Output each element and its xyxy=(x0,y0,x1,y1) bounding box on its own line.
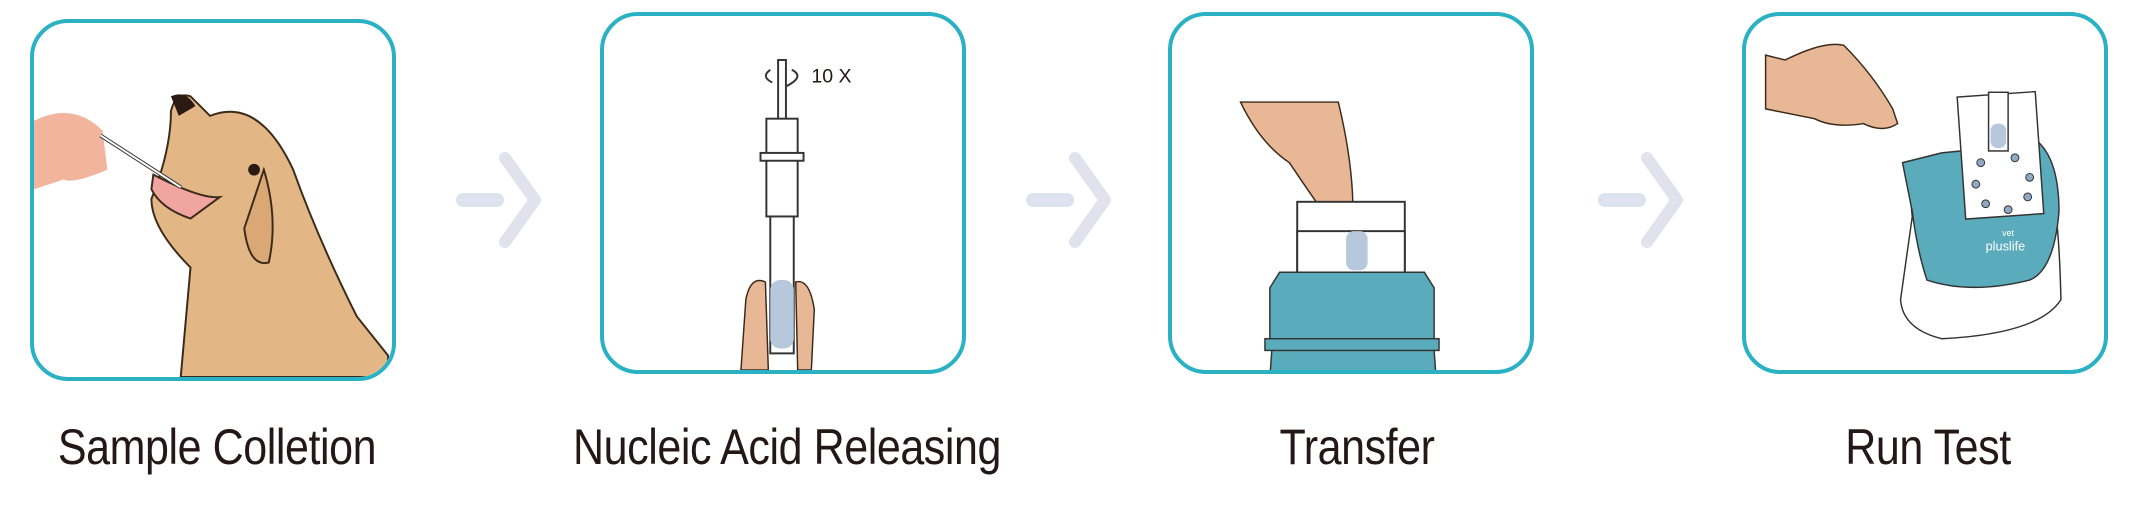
dog-swab-illustration xyxy=(34,94,390,377)
device-brand-logo: pluslife xyxy=(1986,239,2026,254)
arrow-right-icon xyxy=(456,152,541,248)
device-illustration: pluslife vet xyxy=(1764,43,2062,340)
step-nucleic-acid-panel: 10 X xyxy=(600,12,966,374)
arrow-right-icon xyxy=(1026,152,1111,248)
step-label-nucleic-acid-releasing: Nucleic Acid Releasing xyxy=(573,419,1001,475)
step-label-sample-collection: Sample Colletion xyxy=(57,419,377,475)
device-sub-logo: vet xyxy=(2002,228,2014,238)
step-transfer-panel xyxy=(1168,12,1534,374)
tube-twist-illustration: 10 X xyxy=(740,59,852,370)
step-run-test-panel: pluslife vet xyxy=(1742,12,2108,374)
arrow-right-icon xyxy=(1598,152,1683,248)
transfer-illustration xyxy=(1239,101,1440,370)
step-label-run-test: Run Test xyxy=(1845,419,2011,475)
step-label-transfer: Transfer xyxy=(1279,419,1435,475)
step-sample-collection-panel xyxy=(30,19,396,381)
twist-count-annotation: 10 X xyxy=(811,65,851,87)
